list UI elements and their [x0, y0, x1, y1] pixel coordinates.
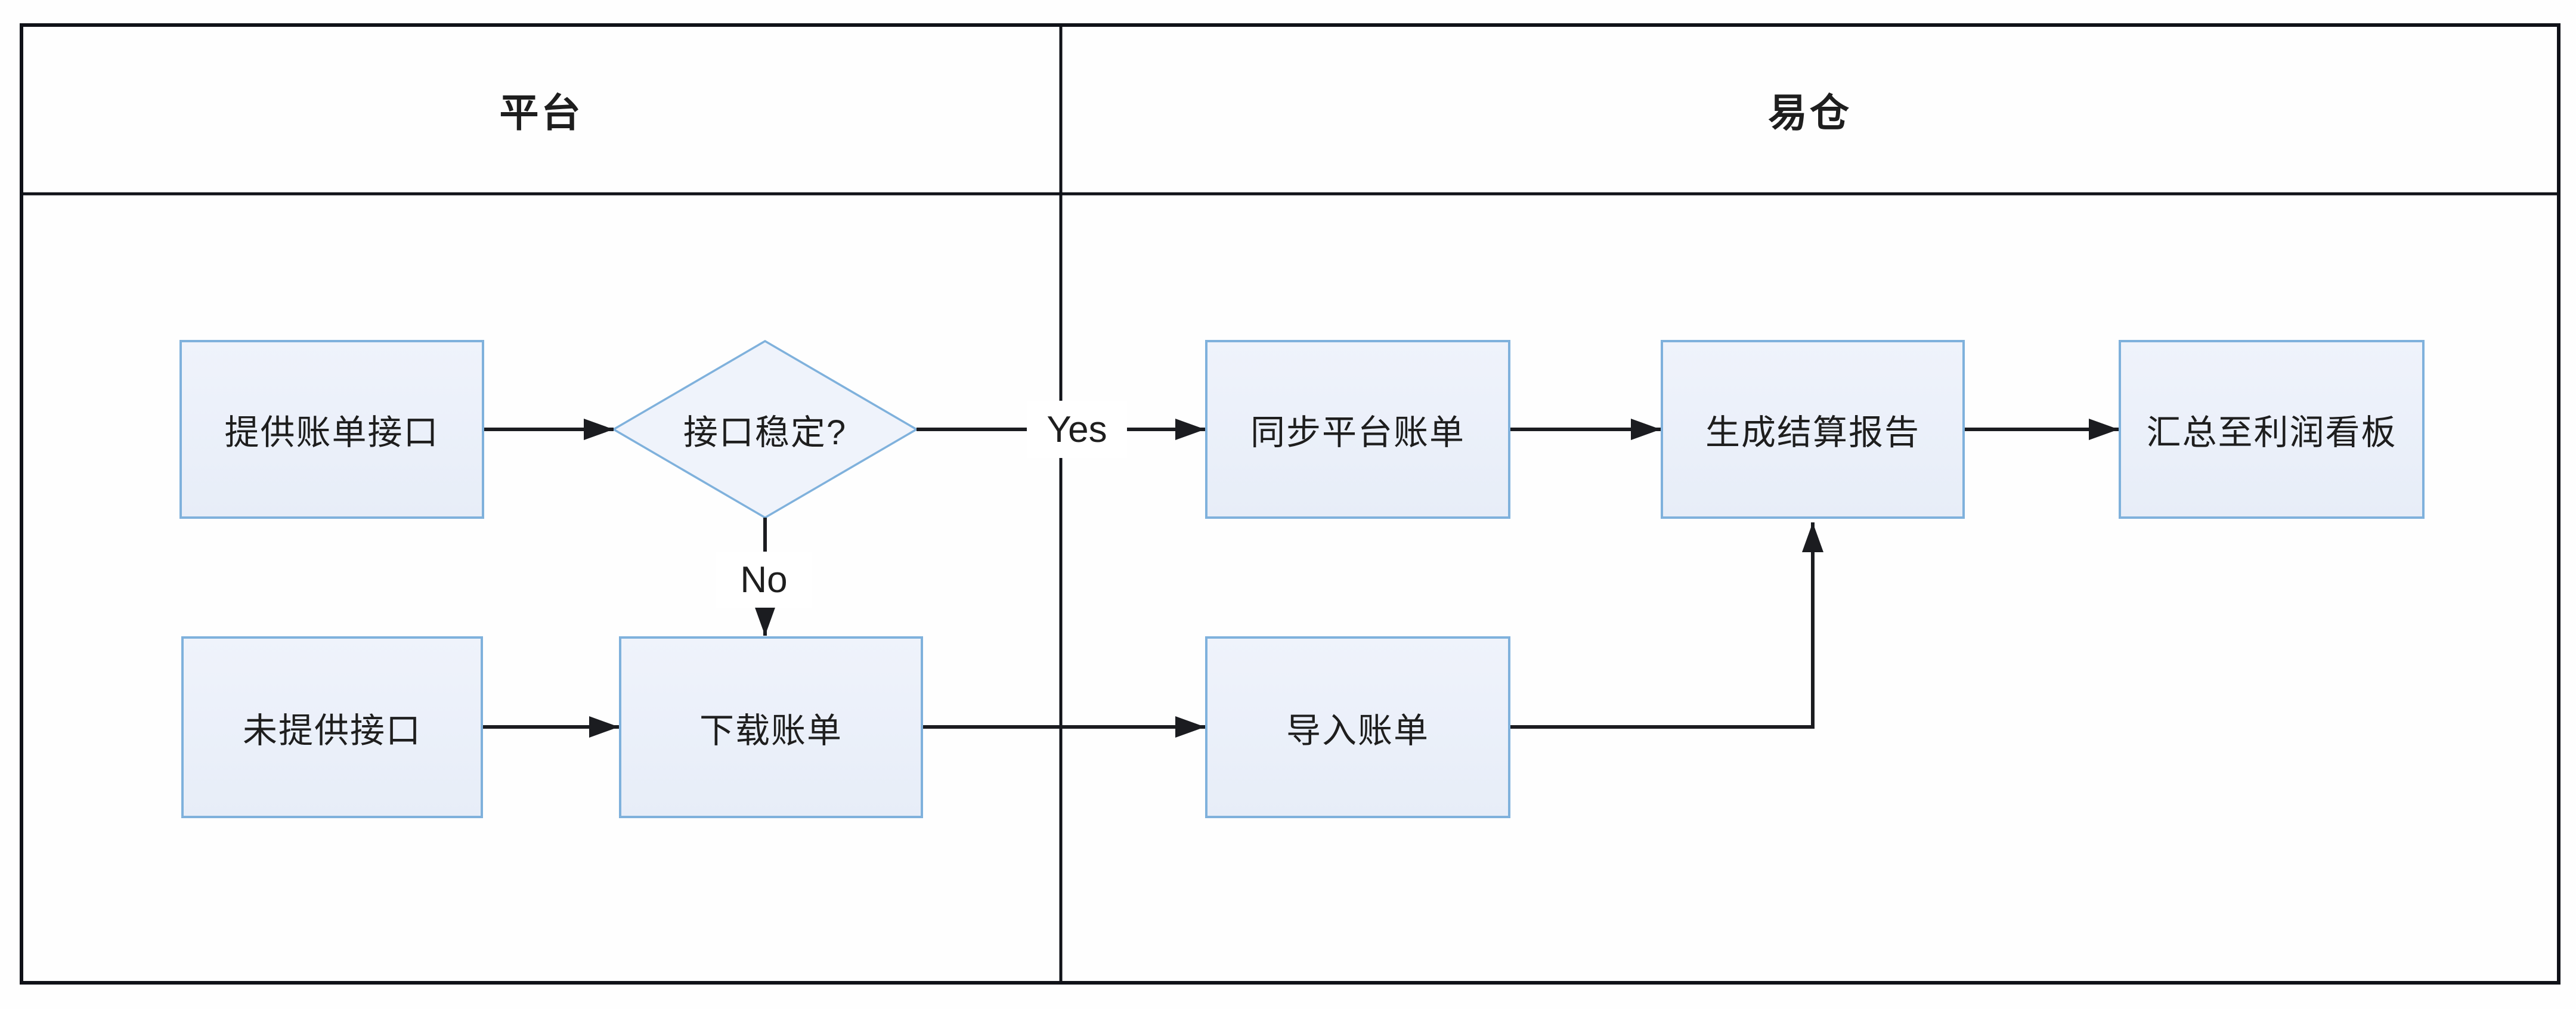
decision-api-stable-label: 接口稳定? — [683, 413, 847, 452]
node-provide-api: 提供账单接口 — [179, 340, 484, 519]
lane-header-platform: 平台 — [499, 90, 583, 135]
node-generate-report: 生成结算报告 — [1661, 340, 1965, 519]
node-profit-dashboard: 汇总至利润看板 — [2119, 340, 2425, 519]
node-sync-bills: 同步平台账单 — [1205, 340, 1510, 519]
diagram-outer-border — [20, 23, 2560, 985]
node-download-bills: 下载账单 — [619, 636, 923, 818]
node-no-api: 未提供接口 — [181, 636, 483, 818]
arrow-import-to-report — [1510, 522, 1823, 729]
node-import-bills: 导入账单 — [1205, 636, 1510, 818]
edge-label-no: No — [716, 552, 812, 608]
edge-label-yes: Yes — [1027, 401, 1127, 458]
lane-header-yicang: 易仓 — [1768, 90, 1852, 135]
